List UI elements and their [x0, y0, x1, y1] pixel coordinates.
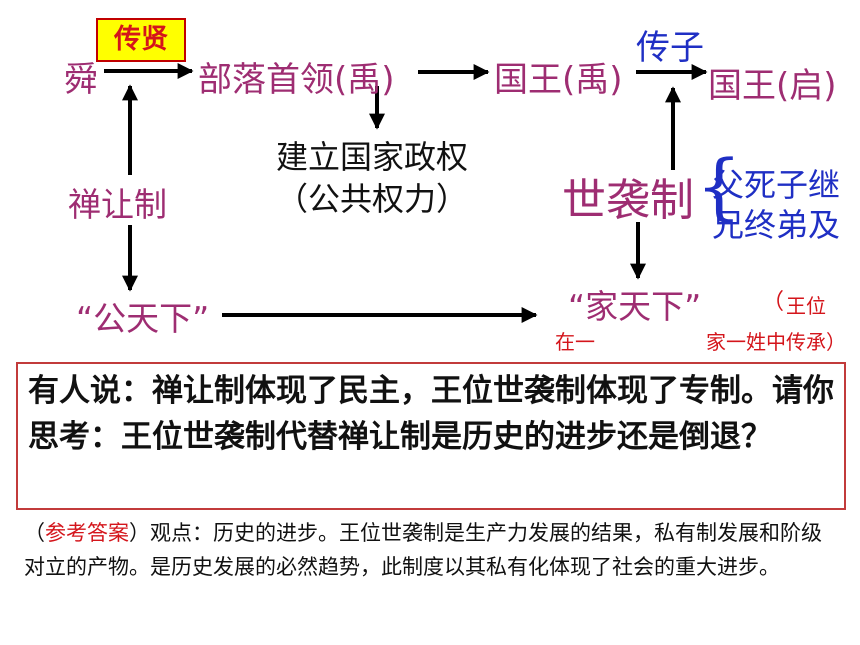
king-qi-label: 国王(启)	[708, 66, 837, 106]
king-yu-label: 国王(禹)	[494, 60, 623, 100]
public-power-label: （公共权力）	[276, 180, 469, 218]
question-box: 有人说：禅让制体现了民主，王位世袭制体现了专制。请你思考：王位世袭制代替禅让制是…	[16, 362, 846, 510]
chuanxian-label: 传贤	[96, 18, 186, 62]
shun-label: 舜	[64, 60, 98, 100]
note-part2: 在一	[555, 330, 595, 354]
succession-brother: 兄终弟及	[712, 206, 841, 244]
reference-answer: （参考答案）观点：历史的进步。王位世袭制是生产力发展的结果，私有制发展和阶级对立…	[24, 516, 832, 584]
gongtianxia-label: “公天下”	[76, 299, 210, 338]
note-part1: 王位	[786, 294, 826, 318]
brace-icon: {	[696, 144, 742, 228]
succession-father-son: 父死子继	[712, 166, 841, 204]
answer-open: （	[24, 521, 45, 545]
build-state-label: 建立国家政权	[276, 138, 469, 176]
answer-label: 参考答案	[45, 521, 129, 545]
tribe-leader-label: 部落首领(禹)	[198, 60, 395, 100]
shanrang-label: 禅让制	[68, 185, 167, 224]
answer-text: ）观点：历史的进步。王位世袭制是生产力发展的结果，私有制发展和阶级对立的产物。是…	[24, 521, 822, 579]
jiatianxia-label: “家天下”	[568, 287, 702, 326]
note-part3: 家一姓中传承）	[706, 330, 846, 354]
shixi-label: 世袭制	[562, 175, 694, 226]
note-paren: （	[762, 290, 785, 315]
chuanzi-label: 传子	[636, 28, 704, 68]
question-text: 有人说：禅让制体现了民主，王位世袭制体现了专制。请你思考：王位世袭制代替禅让制是…	[28, 373, 834, 455]
